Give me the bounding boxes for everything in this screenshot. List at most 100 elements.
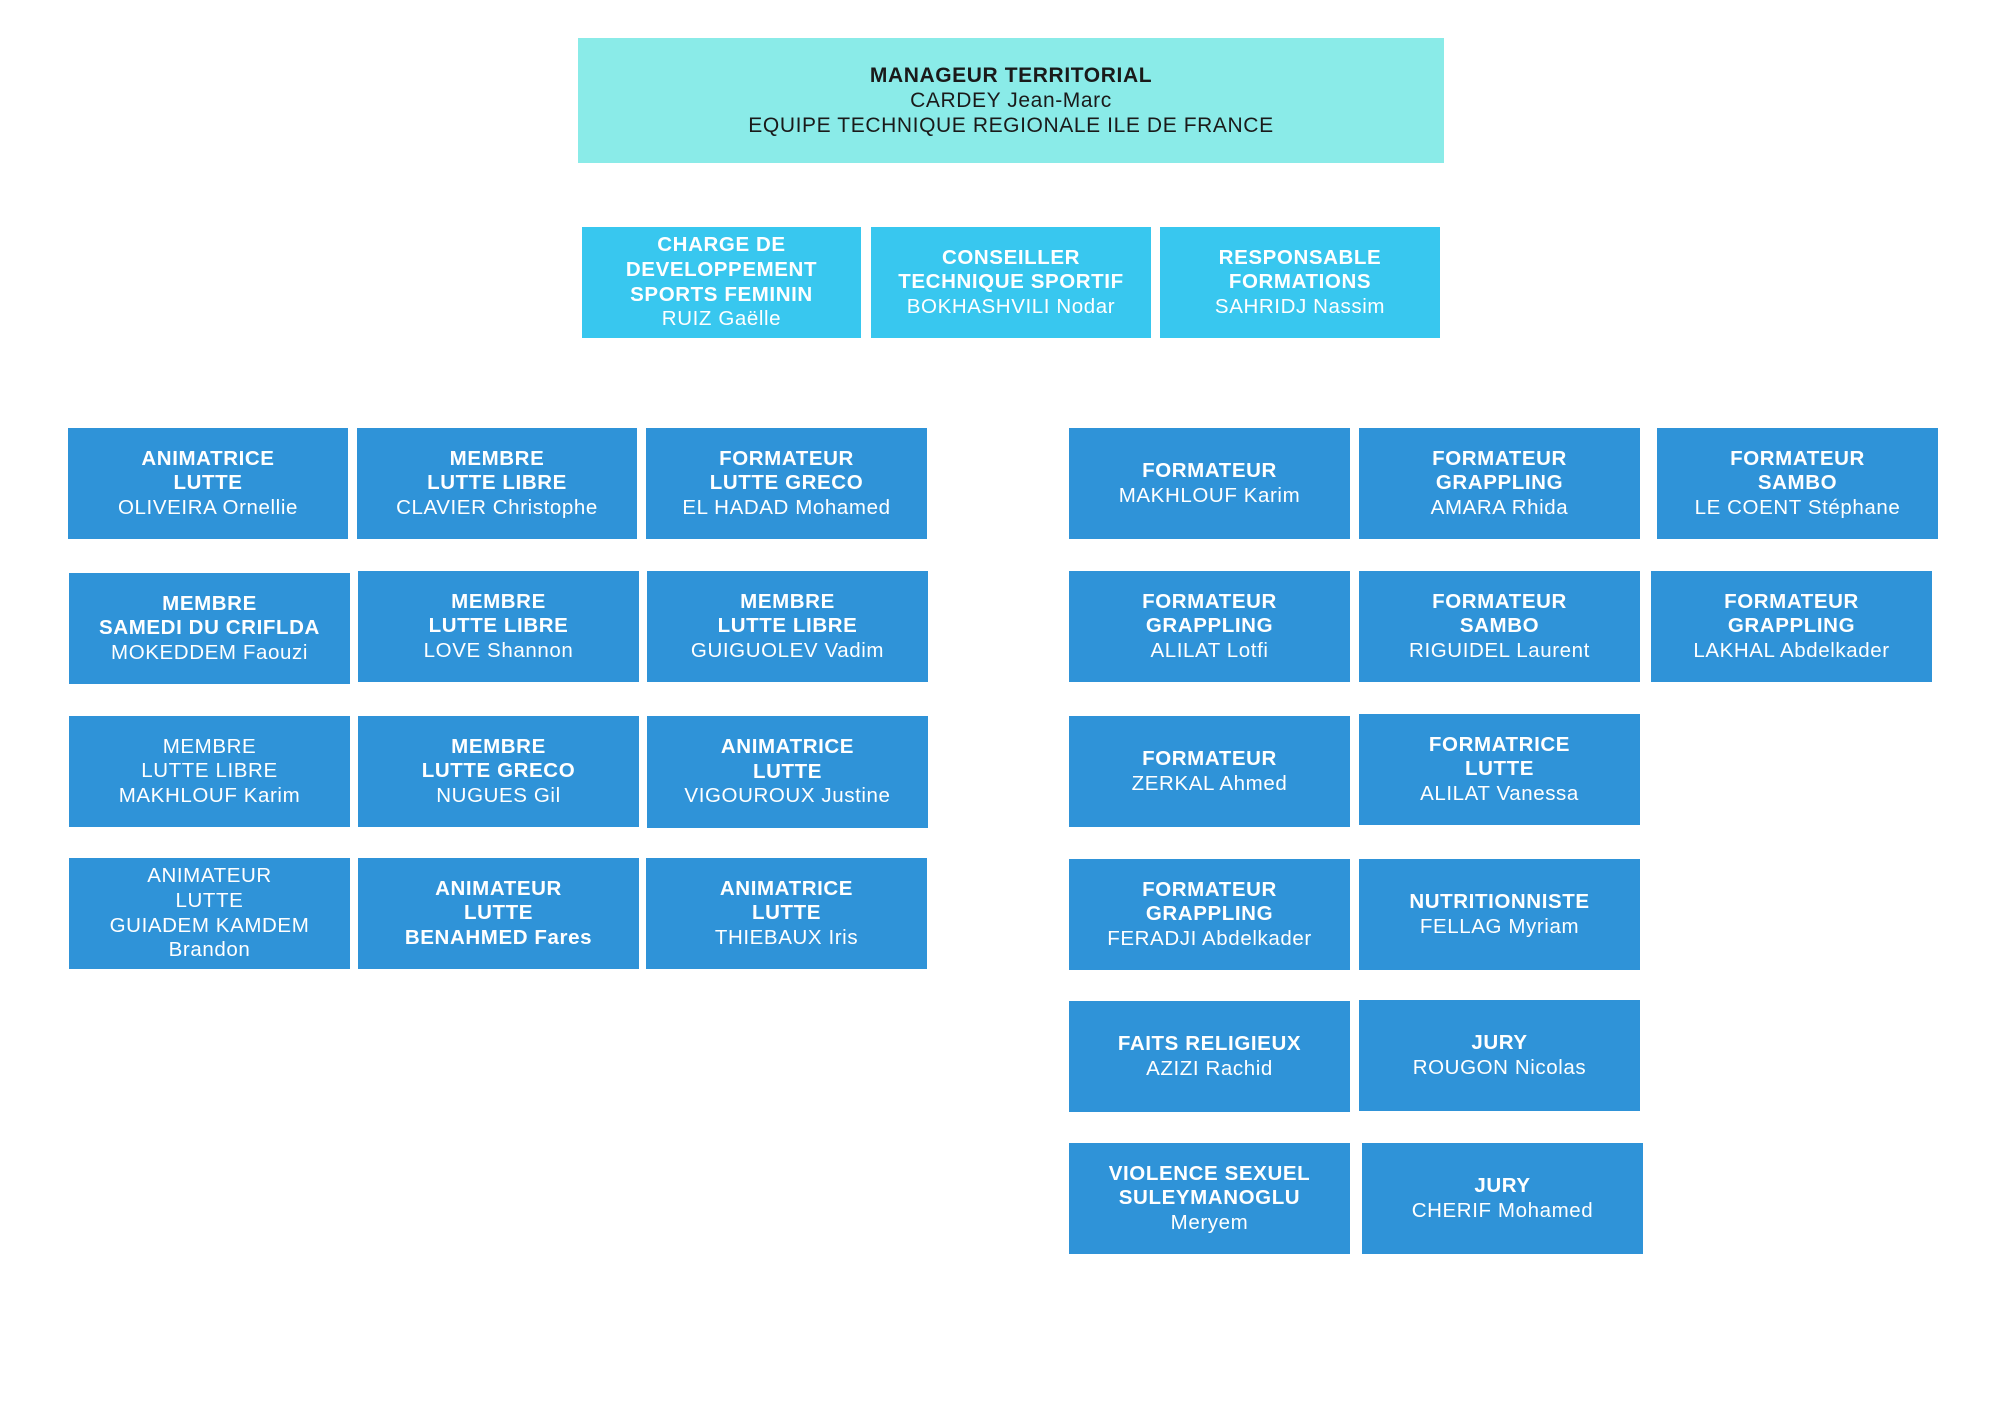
role-line: MEMBRE	[449, 446, 545, 470]
member-box: ANIMATRICE LUTTE VIGOUROUX Justine	[647, 716, 928, 828]
person-name: AZIZI Rachid	[1146, 1056, 1273, 1080]
person-name: ZERKAL Ahmed	[1131, 771, 1288, 795]
role-line: LUTTE	[173, 471, 243, 495]
person-name: FELLAG Myriam	[1419, 914, 1580, 938]
role-line: NUTRITIONNISTE	[1409, 889, 1590, 913]
member-box: NUTRITIONNISTE FELLAG Myriam	[1359, 859, 1640, 970]
name-line: GUIADEM KAMDEM	[109, 913, 310, 937]
person-name: RIGUIDEL Laurent	[1409, 638, 1590, 662]
role-line: SPORTS FEMININ	[630, 282, 813, 306]
role-line: LUTTE LIBRE	[427, 471, 567, 495]
manager-team: EQUIPE TECHNIQUE REGIONALE ILE DE FRANCE	[748, 114, 1274, 138]
person-name: VIGOUROUX Justine	[684, 784, 891, 808]
role-line: FORMATEUR	[1142, 746, 1277, 770]
person-name: ALILAT Vanessa	[1420, 781, 1579, 805]
member-box: MEMBRE SAMEDI DU CRIFLDA MOKEDDEM Faouzi	[69, 573, 350, 684]
role-line: GRAPPLING	[1727, 614, 1856, 638]
member-box: FORMATEUR SAMBO LE COENT Stéphane	[1657, 428, 1938, 539]
member-box: MEMBRE LUTTE LIBRE GUIGUOLEV Vadim	[647, 571, 928, 682]
member-box: FORMATEUR SAMBO RIGUIDEL Laurent	[1359, 571, 1640, 682]
role-line: ANIMATEUR	[435, 876, 562, 900]
role-line: LUTTE	[463, 901, 534, 925]
role-line: ANIMATRICE	[141, 446, 275, 470]
role-line: ANIMATRICE	[720, 735, 855, 759]
member-box: ANIMATRICE LUTTE OLIVEIRA Ornellie	[68, 428, 348, 539]
role-box-level2: CHARGE DE DEVELOPPEMENT SPORTS FEMININ R…	[582, 227, 861, 338]
role-line: FORMATRICE	[1428, 732, 1571, 756]
role-line: FORMATEUR	[1730, 446, 1865, 470]
role-line: FORMATEUR	[1142, 877, 1277, 901]
member-box: FORMATEUR LUTTE GRECO EL HADAD Mohamed	[646, 428, 927, 539]
person-name: MOKEDDEM Faouzi	[111, 640, 308, 664]
member-box: MEMBRE LUTTE LIBRE CLAVIER Christophe	[357, 428, 637, 539]
person-name: AMARA Rhida	[1430, 495, 1569, 519]
member-box: FORMATEUR GRAPPLING LAKHAL Abdelkader	[1651, 571, 1932, 682]
person-name: FERADJI Abdelkader	[1107, 926, 1312, 950]
name-line: MAKHLOUF Karim	[118, 783, 301, 807]
role-line: CONSEILLER	[941, 245, 1081, 269]
member-box: FORMATEUR GRAPPLING FERADJI Abdelkader	[1069, 859, 1350, 970]
role-line: LUTTE LIBRE	[428, 614, 569, 638]
person-name: ROUGON Nicolas	[1412, 1055, 1587, 1079]
person-name: RUIZ Gaëlle	[661, 307, 782, 331]
role-line: LUTTE GRECO	[421, 759, 576, 783]
person-name: LOVE Shannon	[423, 638, 574, 662]
role-line: FORMATEUR	[719, 446, 854, 470]
role-line: LUTTE GRECO	[709, 471, 864, 495]
role-line: BENAHMED Fares	[404, 925, 593, 949]
role-line: MEMBRE	[451, 734, 546, 758]
member-box: MEMBRE LUTTE LIBRE MAKHLOUF Karim	[69, 716, 350, 827]
member-box: FORMATEUR GRAPPLING ALILAT Lotfi	[1069, 571, 1350, 682]
member-box: VIOLENCE SEXUEL SULEYMANOGLU Meryem	[1069, 1143, 1350, 1254]
role-line: MEMBRE	[740, 589, 835, 613]
person-name: CHERIF Mohamed	[1411, 1198, 1594, 1222]
member-box: FORMATEUR ZERKAL Ahmed	[1069, 716, 1350, 827]
member-box: JURY CHERIF Mohamed	[1362, 1143, 1643, 1254]
role-line: LUTTE	[751, 901, 822, 925]
person-name: LE COENT Stéphane	[1694, 495, 1901, 519]
member-box: MEMBRE LUTTE LIBRE LOVE Shannon	[358, 571, 639, 682]
role-box-level2: RESPONSABLE FORMATIONS SAHRIDJ Nassim	[1160, 227, 1440, 338]
name-line: MEMBRE	[162, 734, 257, 758]
manager-name: CARDEY Jean-Marc	[910, 88, 1112, 112]
name-line: ANIMATEUR	[147, 864, 272, 888]
role-line: VIOLENCE SEXUEL	[1108, 1161, 1311, 1185]
role-line: CHARGE DE	[657, 233, 786, 257]
role-line: ANIMATRICE	[719, 876, 854, 900]
role-line: GRAPPLING	[1435, 471, 1564, 495]
role-line: JURY	[1474, 1173, 1531, 1197]
role-line: MEMBRE	[451, 589, 546, 613]
role-line: TECHNIQUE SPORTIF	[898, 270, 1124, 294]
member-box: FORMATRICE LUTTE ALILAT Vanessa	[1359, 714, 1640, 825]
manager-role: MANAGEUR TERRITORIAL	[869, 63, 1153, 87]
role-line: DEVELOPPEMENT	[625, 257, 818, 281]
member-box: FAITS RELIGIEUX AZIZI Rachid	[1069, 1001, 1350, 1112]
role-line: JURY	[1471, 1030, 1528, 1054]
member-box: ANIMATRICE LUTTE THIEBAUX Iris	[646, 858, 927, 969]
name-line: Brandon	[168, 938, 251, 962]
role-line: GRAPPLING	[1145, 902, 1274, 926]
role-line: FORMATEUR	[1142, 458, 1277, 482]
member-box: ANIMATEUR LUTTE BENAHMED Fares	[358, 858, 639, 969]
person-name: LAKHAL Abdelkader	[1693, 638, 1890, 662]
name-line: LUTTE	[175, 888, 244, 912]
role-line: LUTTE LIBRE	[717, 614, 858, 638]
role-line: FAITS RELIGIEUX	[1117, 1031, 1302, 1055]
manager-box: MANAGEUR TERRITORIAL CARDEY Jean-Marc EQ…	[578, 38, 1444, 163]
person-name: EL HADAD Mohamed	[682, 495, 891, 519]
name-line: LUTTE LIBRE	[141, 759, 278, 783]
role-line: MEMBRE	[162, 591, 257, 615]
role-line: LUTTE	[752, 759, 823, 783]
person-name: Meryem	[1170, 1210, 1249, 1234]
member-box: JURY ROUGON Nicolas	[1359, 1000, 1640, 1111]
role-line: SULEYMANOGLU	[1118, 1186, 1301, 1210]
role-box-level2: CONSEILLER TECHNIQUE SPORTIF BOKHASHVILI…	[871, 227, 1151, 338]
person-name: GUIGUOLEV Vadim	[690, 638, 885, 662]
role-line: FORMATIONS	[1228, 270, 1372, 294]
role-line: LUTTE	[1464, 757, 1535, 781]
member-box: FORMATEUR GRAPPLING AMARA Rhida	[1359, 428, 1640, 539]
role-line: FORMATEUR	[1432, 589, 1567, 613]
person-name: CLAVIER Christophe	[396, 495, 598, 519]
role-line: SAMEDI DU CRIFLDA	[99, 616, 320, 640]
